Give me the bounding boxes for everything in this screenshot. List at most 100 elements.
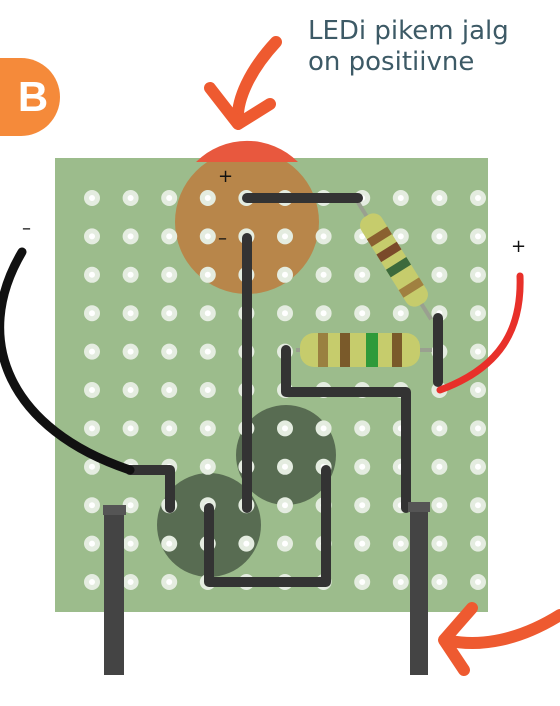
board-hole-center [89, 271, 95, 278]
board-hole-center [436, 540, 443, 547]
board-hole-center [127, 233, 134, 240]
board-hole-center [397, 195, 404, 201]
pad-right [236, 405, 336, 505]
board-hole-center [475, 348, 481, 355]
board-hole-center [436, 271, 443, 278]
board-hole-center [127, 387, 134, 393]
board-hole-center [89, 540, 95, 547]
board-hole-center [89, 425, 95, 432]
board-hole-center [127, 271, 134, 278]
board-hole-center [475, 310, 481, 317]
board-hole-center [166, 425, 173, 432]
board-hole-center [204, 271, 211, 278]
board-hole-center [282, 502, 288, 509]
board-hole-center [397, 310, 404, 317]
board-hole-center [475, 233, 481, 240]
board-hole-center [127, 540, 134, 547]
board-hole-center [204, 233, 211, 240]
board-hole-center [475, 195, 481, 201]
board-hole-center [359, 502, 366, 509]
board-hole-center [436, 233, 443, 240]
trace-left-hook [125, 465, 175, 513]
led-top [196, 140, 298, 162]
board-hole-center [127, 425, 134, 432]
board-hole-center [89, 233, 95, 240]
board-hole-center [89, 463, 95, 470]
wire-plus-label: + [511, 236, 527, 257]
annotation-line-2: on positiivne [308, 47, 475, 77]
board-hole-center [166, 233, 173, 240]
resistor-vertical [355, 199, 433, 321]
board-hole-center [89, 502, 95, 509]
board-hole-center [243, 540, 250, 547]
board-hole-center [282, 540, 288, 547]
led-body [175, 150, 319, 294]
board-hole-center [320, 233, 327, 240]
board-hole-center [166, 387, 173, 393]
board-hole-center [204, 310, 211, 317]
arrow-top [204, 36, 282, 130]
pin-right [410, 506, 428, 675]
board-hole-center [89, 348, 95, 355]
board-hole-center [359, 540, 366, 547]
board-hole-center [127, 310, 134, 317]
wire-minus-label: – [22, 218, 31, 239]
board-hole-center [359, 579, 366, 585]
board-hole-center [89, 387, 95, 393]
board-hole-center [436, 195, 443, 201]
board-hole-center [436, 425, 443, 432]
trace-bottom-loop [204, 465, 331, 587]
board-hole-center [320, 425, 327, 432]
board-hole-center [397, 579, 404, 585]
board-hole-center [359, 233, 366, 240]
board-hole-center [359, 425, 366, 432]
board-hole-center [475, 463, 481, 470]
board-hole-center [204, 195, 211, 201]
board-hole-center [127, 579, 134, 585]
board-hole-center [166, 195, 173, 201]
annotation-note: LEDi pikem jalg on positiivne [308, 16, 509, 78]
board-hole-center [436, 502, 443, 509]
step-badge: B [0, 58, 60, 136]
board-hole-center [475, 425, 481, 432]
pin-left [104, 506, 124, 675]
board-hole-center [127, 195, 134, 201]
board-hole-center [436, 579, 443, 585]
wire-black [0, 247, 135, 475]
board-hole-center [282, 233, 288, 240]
led-minus-label: – [218, 228, 227, 249]
board-hole-center [166, 348, 173, 355]
board-hole-center [320, 310, 327, 317]
board-hole-center [475, 271, 481, 278]
board-hole-center [475, 540, 481, 547]
board-hole-center [475, 579, 481, 585]
board-hole-center [359, 463, 366, 470]
board-hole-center [127, 348, 134, 355]
board-hole-center [166, 579, 173, 585]
wire-red [436, 272, 524, 394]
board-hole-center [320, 271, 327, 278]
led-plus-label: + [218, 166, 234, 187]
board-hole-center [282, 271, 288, 278]
board-hole-center [475, 387, 481, 393]
board-hole-center [166, 540, 173, 547]
board-hole-center [166, 310, 173, 317]
board-hole-center [282, 425, 288, 432]
board-hole-center [89, 195, 95, 201]
board-hole-center [282, 310, 288, 317]
board-hole-center [89, 579, 95, 585]
header-pins [103, 502, 430, 675]
board-hole-center [204, 425, 211, 432]
step-badge-label: B [17, 73, 49, 120]
arrow-bottom [438, 602, 560, 676]
board-hole-center [166, 271, 173, 278]
board-hole-center [397, 540, 404, 547]
resistor-horizontal [296, 333, 432, 367]
board-hole-center [359, 310, 366, 317]
board-hole-center [436, 463, 443, 470]
board-hole-center [204, 463, 211, 470]
board-hole-center [282, 463, 288, 470]
board-hole-center [89, 310, 95, 317]
